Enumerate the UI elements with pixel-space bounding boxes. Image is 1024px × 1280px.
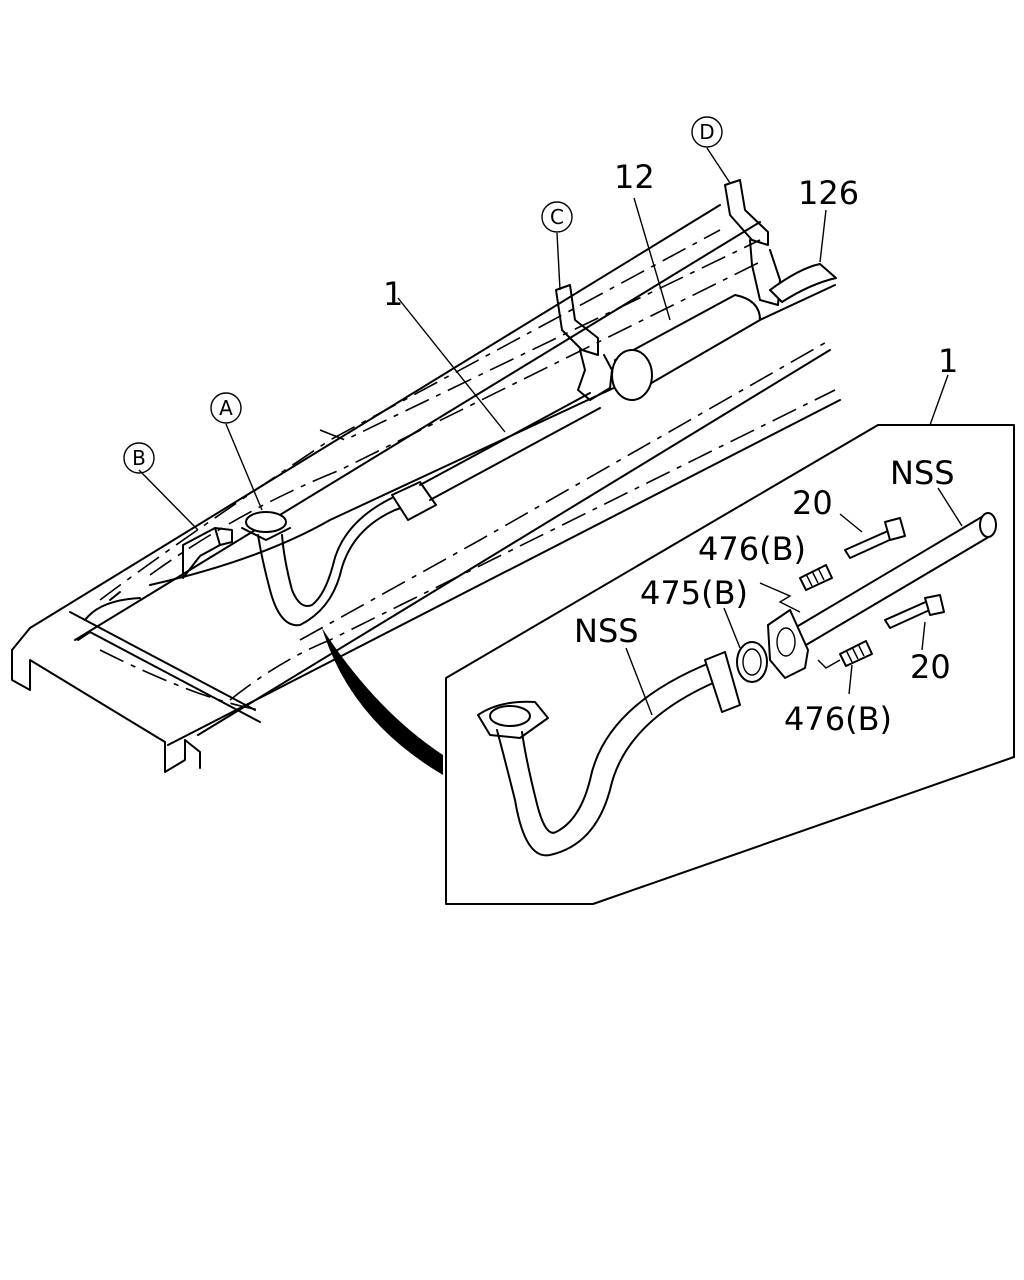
label-gasket: 475(B)	[640, 574, 748, 612]
bracket-b	[182, 527, 221, 579]
detail-pipe-flange	[704, 651, 741, 713]
label-pipe-assembly-main: 1	[383, 275, 403, 313]
callout-c: C	[541, 201, 573, 233]
exhaust-inlet-flange	[245, 511, 287, 533]
callout-b-label: B	[132, 446, 146, 470]
label-bolt-lower: 20	[910, 648, 951, 686]
label-nss-right: NSS	[890, 454, 955, 492]
pipe-joint-flange	[391, 481, 437, 521]
label-spring-lower: 476(B)	[784, 700, 892, 738]
exhaust-pipe-detail	[477, 512, 997, 857]
label-pipe-assembly-detail: 1	[938, 342, 958, 380]
hanger-bracket-d	[724, 179, 769, 246]
label-tailpipe: 126	[798, 174, 859, 212]
hanger-bracket-c	[555, 284, 599, 356]
callout-d-label: D	[699, 120, 714, 144]
exhaust-pipe-installed	[182, 179, 837, 627]
label-bolt-upper: 20	[792, 484, 833, 522]
detail-view-frame	[445, 424, 1015, 905]
callout-a: A	[210, 392, 242, 424]
label-nss-left: NSS	[574, 612, 639, 650]
label-muffler: 12	[614, 158, 655, 196]
detail-bolt-upper	[844, 529, 895, 559]
muffler-end-cap	[611, 349, 653, 401]
callout-b: B	[123, 442, 155, 474]
callout-c-label: C	[550, 205, 564, 229]
detail-gasket	[736, 641, 768, 683]
label-spring-upper: 476(B)	[698, 530, 806, 568]
leader-lines	[138, 147, 963, 716]
tailpipe	[769, 263, 837, 303]
callout-d: D	[691, 116, 723, 148]
callout-a-label: A	[219, 396, 233, 420]
detail-pipe-flange-right	[767, 609, 809, 679]
detail-indicator-arrow	[322, 628, 443, 775]
